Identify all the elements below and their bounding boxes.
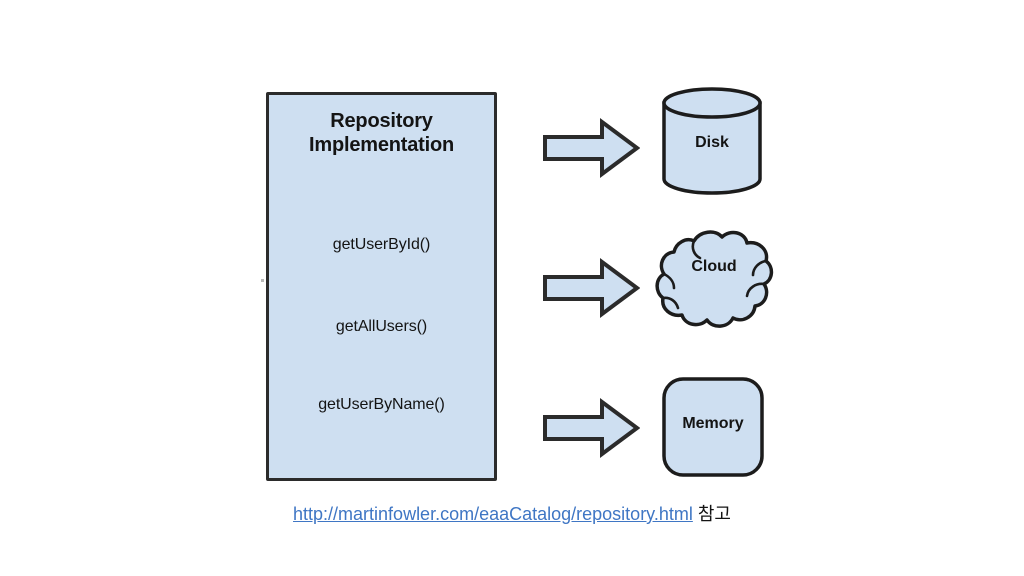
method-get-user-by-id: getUserById(): [332, 236, 431, 253]
source-suffix-label: 참고: [692, 504, 731, 524]
method-get-all-users: getAllUsers(): [335, 318, 428, 335]
repository-title: Repository Implementation: [269, 109, 494, 158]
cloud-icon: Cloud: [653, 228, 775, 332]
source-attribution: http://martinfowler.com/eaaCatalog/repos…: [0, 500, 1024, 526]
repository-title-line-1: Repository: [330, 110, 433, 132]
method-get-user-by-name: getUserByName(): [318, 396, 445, 413]
arrow-to-disk-icon: [542, 118, 640, 178]
arrow-to-memory-icon: [542, 398, 640, 458]
martinfowler-repository-link[interactable]: http://martinfowler.com/eaaCatalog/repos…: [293, 504, 693, 524]
repository-title-line-2: Implementation: [309, 134, 454, 157]
stray-speck: [261, 279, 264, 282]
memory-box-icon: Memory: [661, 376, 765, 478]
arrow-to-cloud-icon: [542, 258, 640, 318]
disk-cylinder-icon: Disk: [661, 86, 763, 196]
repository-implementation-box: Repository Implementation getUserById() …: [266, 92, 497, 481]
